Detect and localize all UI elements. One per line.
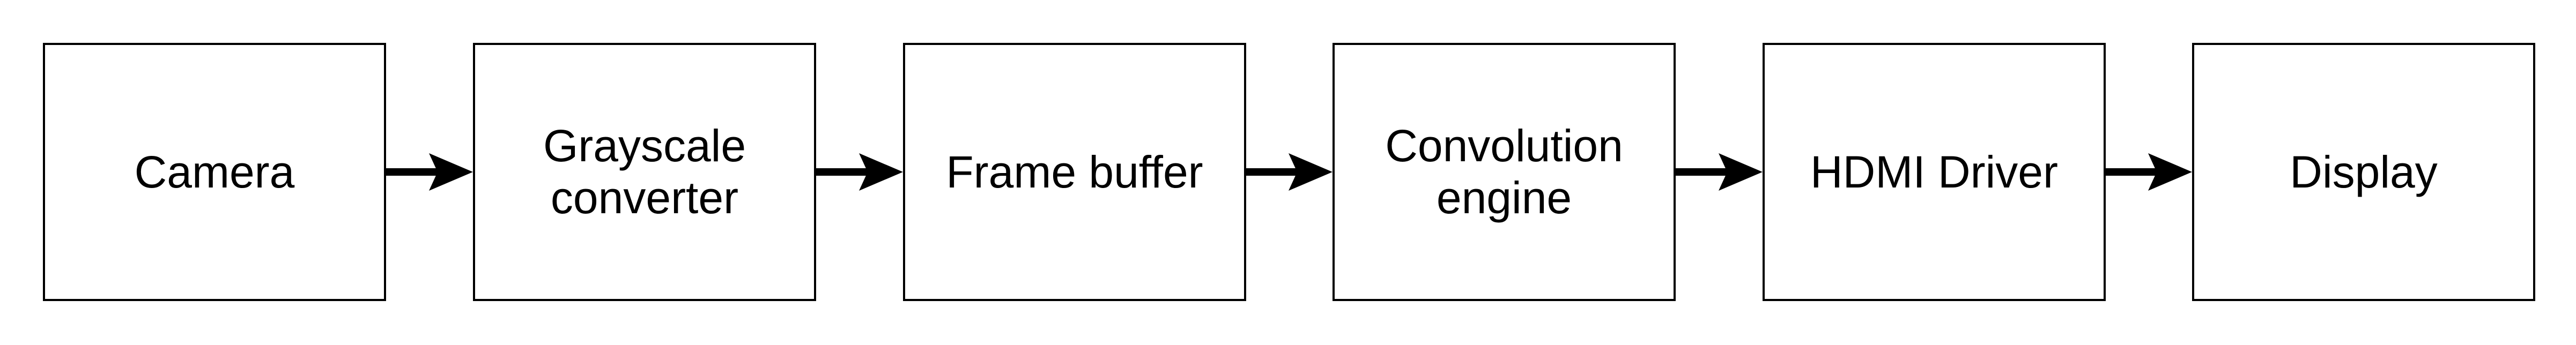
- camera-block: Camera: [43, 43, 386, 301]
- frame-buffer-block: Frame buffer: [903, 43, 1246, 301]
- arrow-convolution-to-hdmi-driver: [1676, 153, 1763, 191]
- camera-label: Camera: [134, 146, 295, 197]
- display-label: Display: [2290, 146, 2438, 197]
- hdmi-driver-block: HDMI Driver: [1763, 43, 2106, 301]
- arrow-frame-buffer-to-convolution: [1246, 153, 1333, 191]
- arrow-camera-to-grayscale: [386, 153, 473, 191]
- grayscale-converter-label: Grayscale converter: [543, 121, 746, 223]
- grayscale-converter-block: Grayscale converter: [473, 43, 816, 301]
- convolution-engine-label: Convolution engine: [1385, 121, 1623, 223]
- frame-buffer-label: Frame buffer: [946, 146, 1203, 197]
- hdmi-driver-label: HDMI Driver: [1810, 146, 2058, 197]
- arrow-hdmi-driver-to-display: [2106, 153, 2192, 191]
- arrow-grayscale-to-frame-buffer: [816, 153, 903, 191]
- display-block: Display: [2192, 43, 2535, 301]
- convolution-engine-block: Convolution engine: [1333, 43, 1676, 301]
